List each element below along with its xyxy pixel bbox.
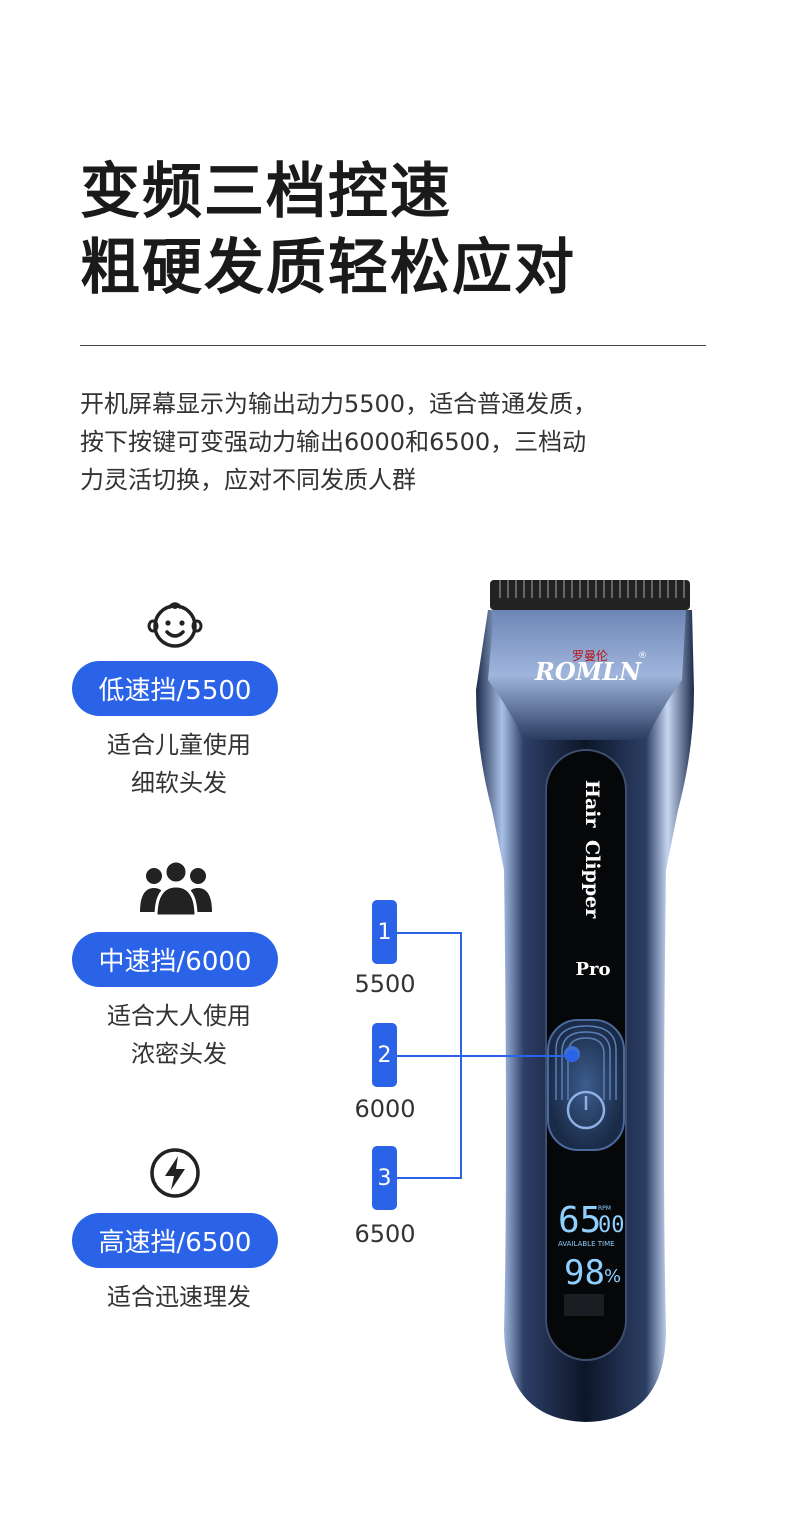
description-line3: 力灵活切换，应对不同发质人群	[80, 466, 416, 494]
clipper-head	[488, 610, 686, 740]
description-line2: 按下按键可变强动力输出6000和6500，三档动	[80, 428, 587, 456]
connector-dot	[566, 1050, 578, 1062]
blade-teeth	[490, 580, 690, 610]
high-speed-caption1: 适合迅速理发	[107, 1283, 251, 1311]
low-speed-badge: 低速挡/5500	[72, 661, 278, 716]
mid-speed-caption2: 浓密头发	[131, 1040, 227, 1068]
display-percent: %	[604, 1266, 621, 1287]
connector-line-3	[397, 1177, 462, 1179]
display-speed-small: 00	[598, 1213, 625, 1238]
brand-trademark: ®	[638, 651, 647, 661]
hair-clipper-product: 罗曼伦 ROMLN ® Hair Clipper Pro 65 00 RPM A…	[476, 580, 694, 1422]
title-divider	[80, 345, 706, 346]
display-status-icons	[564, 1294, 604, 1316]
power-button-icon[interactable]	[566, 1090, 606, 1130]
display-battery: 98	[564, 1253, 605, 1293]
speed-switch[interactable]	[547, 1019, 625, 1151]
gear-value-2: 6000	[354, 1095, 416, 1123]
baby-face-icon	[147, 602, 203, 648]
mid-speed-badge: 中速挡/6000	[72, 932, 278, 987]
description-line1: 开机屏幕显示为输出动力5500，适合普通发质，	[80, 390, 598, 418]
gear-value-3: 6500	[354, 1220, 416, 1248]
display-available-time: AVAILABLE TIME	[558, 1240, 615, 1248]
group-people-icon	[140, 859, 212, 918]
lightning-icon	[150, 1148, 200, 1198]
gear-marker-3: 3	[372, 1146, 397, 1210]
display-speed: 65	[558, 1200, 601, 1241]
connector-line-1	[397, 932, 462, 934]
gear-marker-2: 2	[372, 1023, 397, 1087]
brand-en-logo: ROMLN	[534, 657, 642, 686]
mid-speed-caption1: 适合大人使用	[107, 1002, 251, 1030]
display-rpm: RPM	[598, 1205, 611, 1212]
low-speed-caption2: 细软头发	[131, 769, 227, 797]
brand-cn-logo: 罗曼伦	[572, 648, 608, 663]
gear-marker-1: 1	[372, 900, 397, 964]
panel-text-pro: Pro	[575, 959, 610, 980]
page-title-line1: 变频三档控速	[80, 157, 452, 227]
panel-text-hair: Hair	[581, 780, 603, 828]
page-title-line2: 粗硬发质轻松应对	[80, 233, 576, 303]
high-speed-badge: 高速挡/6500	[72, 1213, 278, 1268]
connector-line-2	[397, 1055, 572, 1057]
panel-text-clipper: Clipper	[581, 840, 603, 919]
gear-value-1: 5500	[354, 970, 416, 998]
low-speed-caption1: 适合儿童使用	[107, 731, 251, 759]
